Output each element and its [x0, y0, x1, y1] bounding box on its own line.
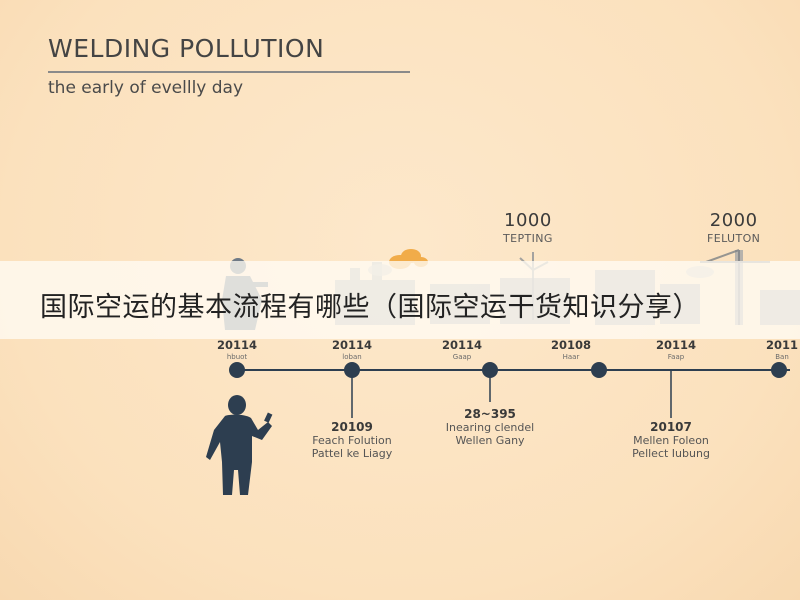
event-line: Inearing clendel	[445, 421, 535, 434]
event-line: Pellect Iubung	[632, 447, 710, 460]
timeline-dot	[771, 362, 787, 378]
tick-year: 20114	[216, 338, 258, 352]
event-line: Pattel ke Liagy	[311, 447, 393, 460]
timeline-event-3: 20107 Mellen Foleon Pellect Iubung	[632, 420, 710, 460]
tick-sub: hbuot	[226, 353, 248, 361]
event-line: Wellen Gany	[455, 434, 525, 447]
milestone-top-2: 2000 FELUTON	[707, 210, 760, 245]
timeline-tick-label: 20114 Faap	[656, 338, 696, 361]
timeline-dots	[229, 362, 787, 378]
title-divider	[48, 71, 410, 73]
tick-sub: Ban	[775, 353, 789, 361]
event-year: 20109	[331, 420, 373, 434]
event-year: 28~395	[464, 407, 516, 421]
timeline-event-2: 28~395 Inearing clendel Wellen Gany	[446, 407, 534, 447]
tick-sub: Gaap	[452, 353, 472, 361]
milestone-label: TEPTING	[503, 232, 553, 245]
timeline-tick-label: 2011 Ban	[766, 338, 798, 361]
timeline-tick-label: 20108 Haar	[551, 338, 591, 361]
milestone-top-1: 1000 TEPTING	[503, 210, 553, 245]
timeline-dot	[344, 362, 360, 378]
milestone-label: FELUTON	[707, 232, 761, 245]
timeline-tick-label: 20114 loban	[332, 338, 372, 361]
milestone-year: 2000	[709, 210, 758, 231]
event-line: Feach Folution	[312, 434, 392, 447]
timeline-dot	[591, 362, 607, 378]
timeline-tick-label: 20114 hbuot	[217, 338, 257, 361]
tick-year: 20114	[655, 338, 697, 352]
event-line: Mellen Foleon	[633, 434, 709, 447]
worker-silhouette-icon	[206, 395, 273, 495]
timeline-dot	[229, 362, 245, 378]
tick-sub: Haar	[562, 353, 580, 361]
banner-headline: 国际空运的基本流程有哪些（国际空运干货知识分享）	[40, 292, 700, 323]
tick-sub: loban	[342, 353, 362, 361]
timeline-dot	[482, 362, 498, 378]
milestone-year: 1000	[504, 210, 552, 231]
tick-sub: Faap	[667, 353, 685, 361]
page-subtitle: the early of evellly day	[48, 78, 244, 98]
tick-year: 20114	[331, 338, 373, 352]
page-title: WELDING POLLUTION	[48, 34, 325, 63]
timeline-tick-label: 20114 Gaap	[442, 338, 482, 361]
event-year: 20107	[650, 420, 692, 434]
timeline-event-1: 20109 Feach Folution Pattel ke Liagy	[312, 420, 393, 460]
overlay-banner	[0, 261, 800, 339]
tick-year: 20108	[550, 338, 592, 352]
tick-year: 20114	[441, 338, 483, 352]
tick-year: 2011	[765, 338, 799, 352]
